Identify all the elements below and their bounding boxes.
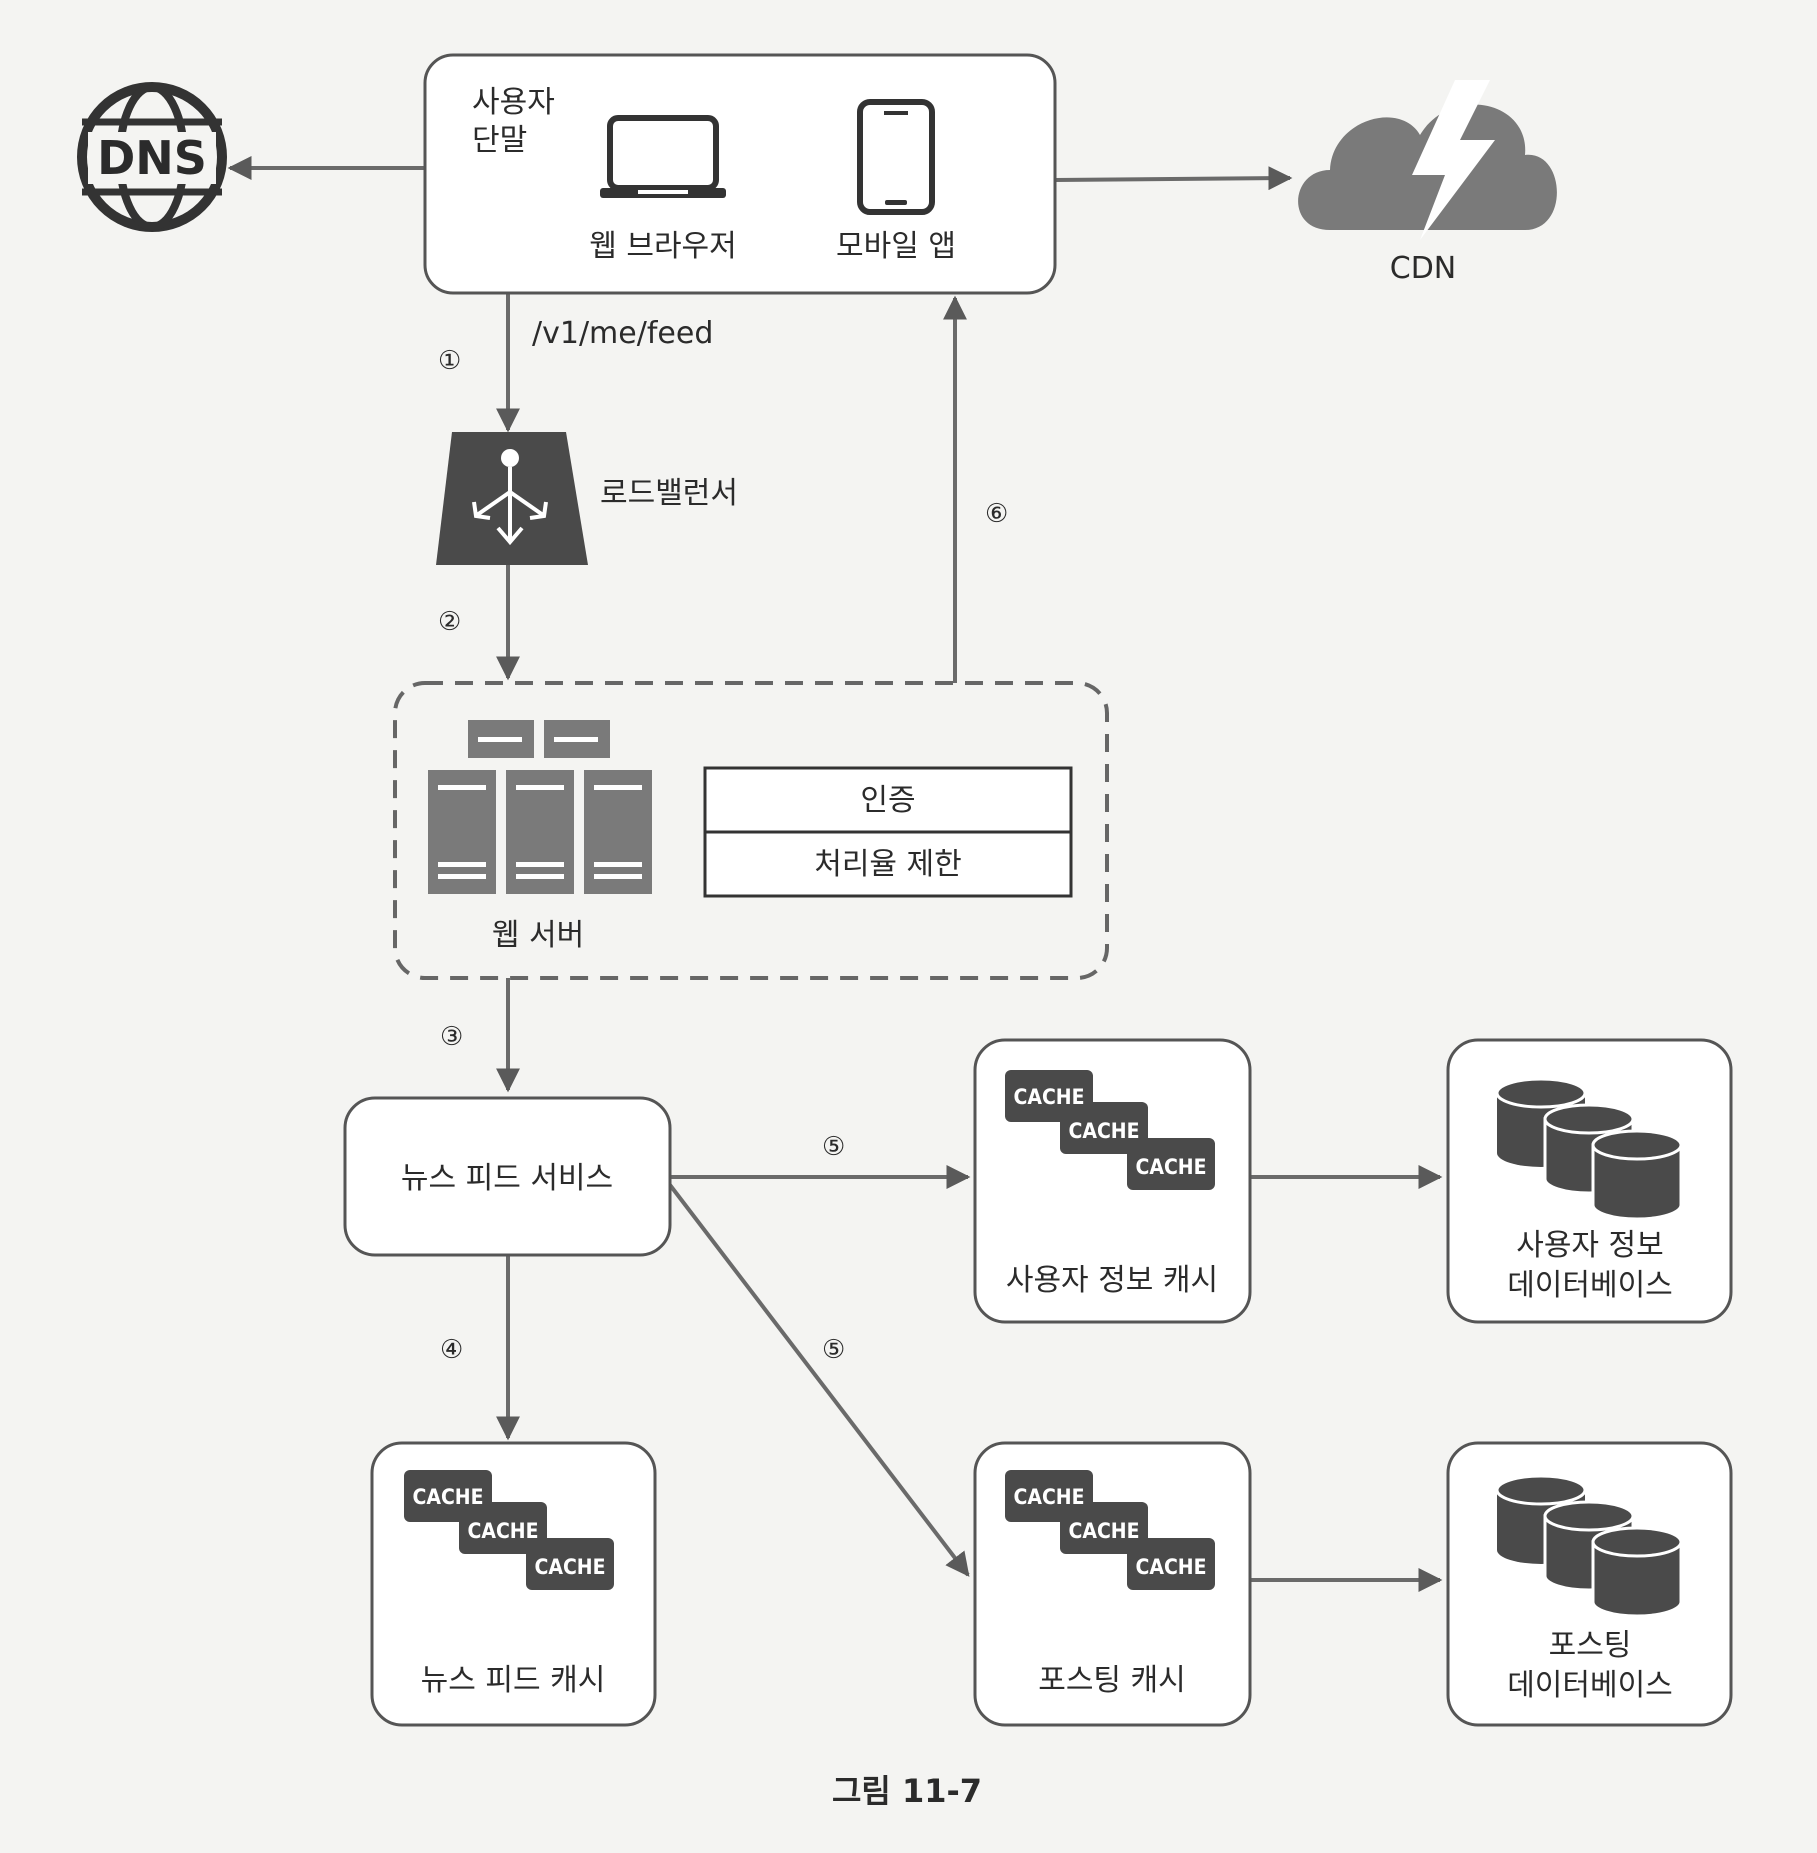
web-server-label: 웹 서버 (492, 918, 584, 953)
web-server-group-box (393, 681, 1109, 980)
cache-icon: CACHE CACHE CACHE (404, 1470, 614, 1590)
user-device-node: 사용자 단말 웹 브라우저 모바일 앱 (423, 53, 1057, 295)
step-5a-label: ⑤ (822, 1132, 845, 1162)
dns-node: DNS (77, 82, 227, 232)
news-feed-service-label: 뉴스 피드 서비스 (401, 1161, 613, 1196)
auth-label: 인증 (860, 783, 915, 818)
server-rack-icon (428, 720, 652, 894)
news-feed-service-box (343, 1096, 672, 1257)
web-server-node: 웹 서버 인증 처리율 제한 (393, 681, 1109, 980)
step-6-label: ⑥ (985, 499, 1008, 529)
edge-newsfeed-to-postingcache (668, 1183, 970, 1577)
cache-text-1: CACHE (1013, 1485, 1084, 1509)
endpoint-label: /v1/me/feed (532, 316, 713, 351)
step-3-label: ③ (440, 1022, 463, 1052)
news-feed-cache-node: CACHE CACHE CACHE 뉴스 피드 캐시 (370, 1441, 657, 1727)
cache-text-2: CACHE (1068, 1519, 1139, 1543)
posting-db-node: 포스팅 데이터베이스 (1446, 1441, 1733, 1727)
user-info-cache-node: CACHE CACHE CACHE 사용자 정보 캐시 (973, 1038, 1252, 1324)
user-info-db-label-line2: 데이터베이스 (1507, 1268, 1673, 1303)
news-feed-cache-label: 뉴스 피드 캐시 (421, 1663, 606, 1698)
edge-device-to-cdn (1054, 166, 1293, 191)
load-balancer-icon (436, 432, 588, 565)
web-browser-label: 웹 브라우저 (589, 229, 737, 264)
mobile-phone-icon (857, 99, 935, 215)
mobile-app-label: 모바일 앱 (836, 229, 956, 264)
cdn-label: CDN (1390, 251, 1457, 286)
cache-icon: CACHE CACHE CACHE (1005, 1070, 1215, 1190)
laptop-icon (600, 115, 726, 198)
rate-limit-label: 처리율 제한 (814, 847, 962, 882)
load-balancer-label: 로드밸런서 (600, 476, 738, 511)
posting-cache-label: 포스팅 캐시 (1038, 1663, 1186, 1698)
posting-db-label-line2: 데이터베이스 (1507, 1668, 1673, 1703)
cloud-lightning-icon (1298, 80, 1557, 240)
globe-icon (77, 82, 227, 232)
cache-text-2: CACHE (467, 1519, 538, 1543)
cache-text-1: CACHE (412, 1485, 483, 1509)
dns-label: DNS (97, 131, 207, 185)
auth-box (703, 766, 1073, 834)
step-1-label: ① (438, 346, 461, 376)
cache-text-3: CACHE (1135, 1155, 1206, 1179)
step-labels: /v1/me/feed ① ② ③ ④ ⑤ ⑤ ⑥ (438, 316, 1008, 1365)
cache-text-2: CACHE (1068, 1119, 1139, 1143)
step-2-label: ② (438, 607, 461, 637)
user-device-title-line1: 사용자 (472, 85, 555, 120)
step-5b-label: ⑤ (822, 1335, 845, 1365)
figure-caption: 그림 11-7 (832, 1772, 982, 1810)
rate-limit-box (703, 830, 1073, 898)
cache-icon: CACHE CACHE CACHE (1005, 1470, 1215, 1590)
cache-text-3: CACHE (534, 1555, 605, 1579)
news-feed-service-node: 뉴스 피드 서비스 (343, 1096, 672, 1257)
cache-text-3: CACHE (1135, 1555, 1206, 1579)
user-info-cache-label: 사용자 정보 캐시 (1006, 1263, 1218, 1298)
step-4-label: ④ (440, 1335, 463, 1365)
edges (227, 156, 1443, 1592)
user-device-title-line2: 단말 (472, 123, 527, 158)
user-info-db-label-line1: 사용자 정보 (1516, 1228, 1664, 1263)
user-info-db-node: 사용자 정보 데이터베이스 (1446, 1038, 1733, 1324)
posting-cache-node: CACHE CACHE CACHE 포스팅 캐시 (973, 1441, 1252, 1727)
posting-db-label-line1: 포스팅 (1549, 1628, 1632, 1663)
cdn-node: CDN (1298, 80, 1557, 286)
cache-text-1: CACHE (1013, 1085, 1084, 1109)
load-balancer-node: 로드밸런서 (436, 432, 738, 565)
